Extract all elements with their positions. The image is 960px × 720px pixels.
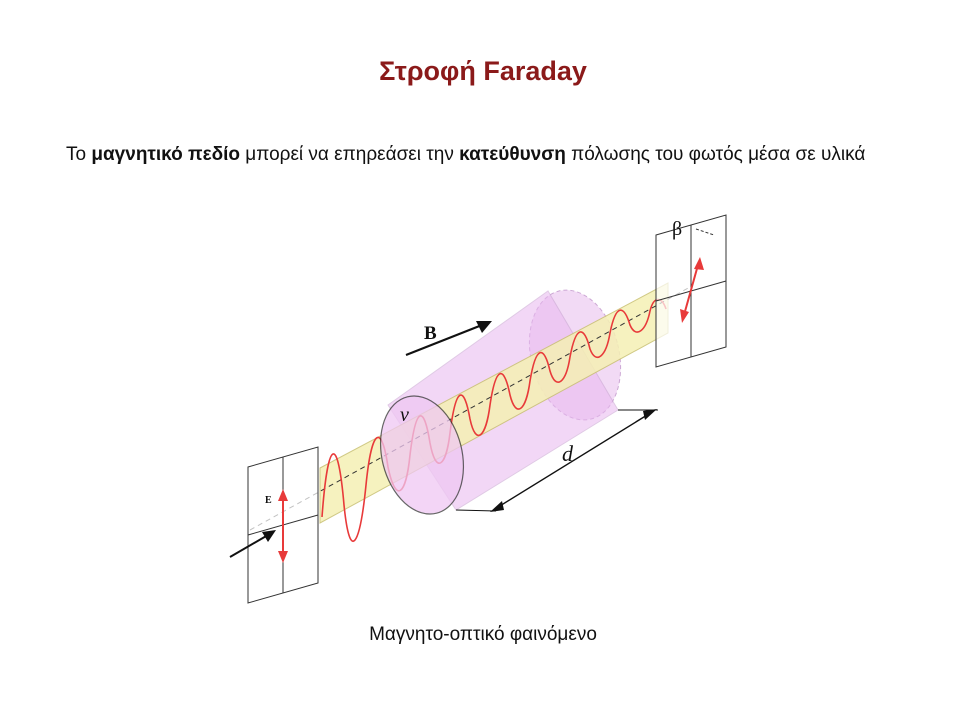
- label-length-d: d: [562, 441, 574, 466]
- cylinder-near-end: [379, 395, 465, 515]
- diagram-caption: Μαγνητο-οπτικό φαινόμενο: [369, 624, 597, 645]
- light-wave: [321, 298, 667, 543]
- intro-part-2: μπορεί να επηρεάσει την: [240, 144, 460, 165]
- label-rotation-angle-beta: β: [672, 218, 682, 240]
- intro-bold-magnetic-field: μαγνητικό πεδίο: [91, 144, 240, 165]
- slide-title: Στροφή Faraday: [379, 56, 587, 86]
- magnetic-field-arrow: [405, 321, 492, 357]
- length-dimension: [455, 409, 658, 512]
- intro-bold-direction: κατεύθυνση: [459, 144, 566, 165]
- output-e-field-arrow: [680, 257, 704, 323]
- label-magnetic-field-B: B: [424, 323, 437, 344]
- faraday-rotation-diagram: B E β ν d: [229, 214, 727, 604]
- intro-part-3: πόλωσης του φωτός μέσα σε υλικά: [565, 144, 866, 165]
- rotation-angle-arc: [695, 228, 715, 236]
- intro-part-1: Το: [66, 144, 92, 165]
- intro-text: Το μαγνητικό πεδίο μπορεί να επηρεάσει τ…: [66, 141, 866, 169]
- incoming-light-arrow: [229, 530, 276, 558]
- input-e-field-arrow: [278, 489, 288, 563]
- propagation-axis: [249, 286, 691, 531]
- label-e-field: E: [265, 495, 272, 506]
- label-verdet-nu: ν: [400, 404, 409, 426]
